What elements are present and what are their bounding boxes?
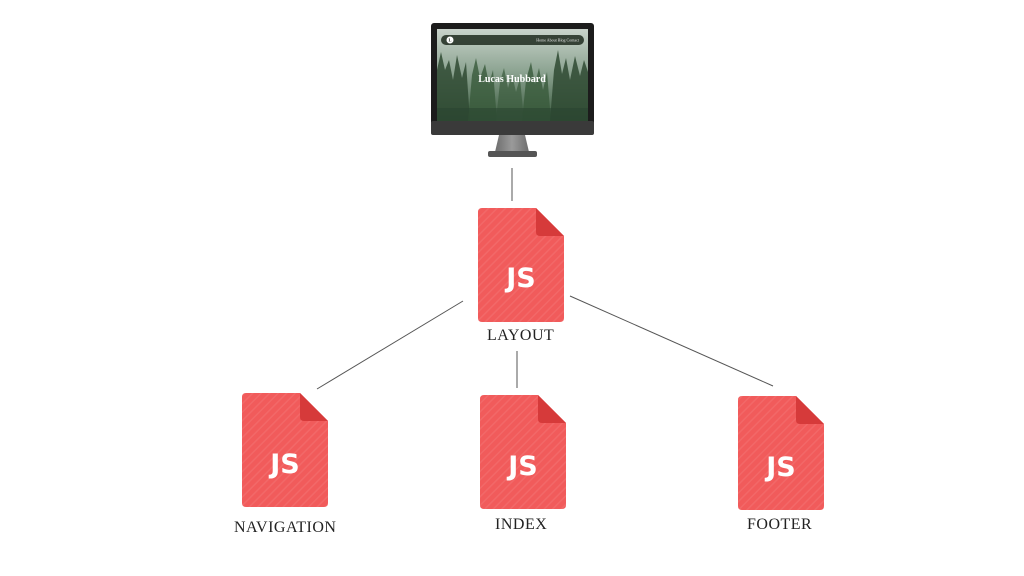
site-title: Lucas Hubbard (478, 74, 546, 85)
connector-layout-navigation (316, 300, 464, 390)
file-layout: JS (478, 208, 564, 322)
file-navigation-label: NAVIGATION (234, 519, 337, 536)
monitor-base (488, 151, 537, 157)
file-footer-label: FOOTER (747, 516, 813, 533)
file-layout-fold (536, 208, 564, 236)
file-index: JS (480, 395, 566, 509)
site-logo-letter: L (448, 38, 451, 43)
connectors (316, 168, 774, 390)
site-navbar (441, 35, 584, 45)
forest-trees (437, 50, 588, 121)
file-index-label: INDEX (495, 516, 548, 533)
monitor-chin (431, 121, 594, 135)
file-navigation-icon-text: JS (268, 449, 300, 480)
file-navigation-fold (300, 393, 328, 421)
monitor-icon: L Home About Blog Contact Lucas Hubbard (431, 23, 594, 157)
file-index-icon-text: JS (506, 451, 538, 482)
file-footer-icon-text: JS (764, 452, 796, 483)
file-layout-icon-text: JS (504, 263, 536, 294)
site-logo (446, 36, 454, 44)
file-footer-fold (796, 396, 824, 424)
file-index-fold (538, 395, 566, 423)
site-nav-links: Home About Blog Contact (536, 38, 580, 43)
connector-layout-footer (569, 295, 774, 387)
file-navigation: JS (242, 393, 328, 507)
file-layout-label: LAYOUT (487, 327, 555, 344)
file-footer: JS (738, 396, 824, 510)
monitor-stand (495, 135, 529, 152)
